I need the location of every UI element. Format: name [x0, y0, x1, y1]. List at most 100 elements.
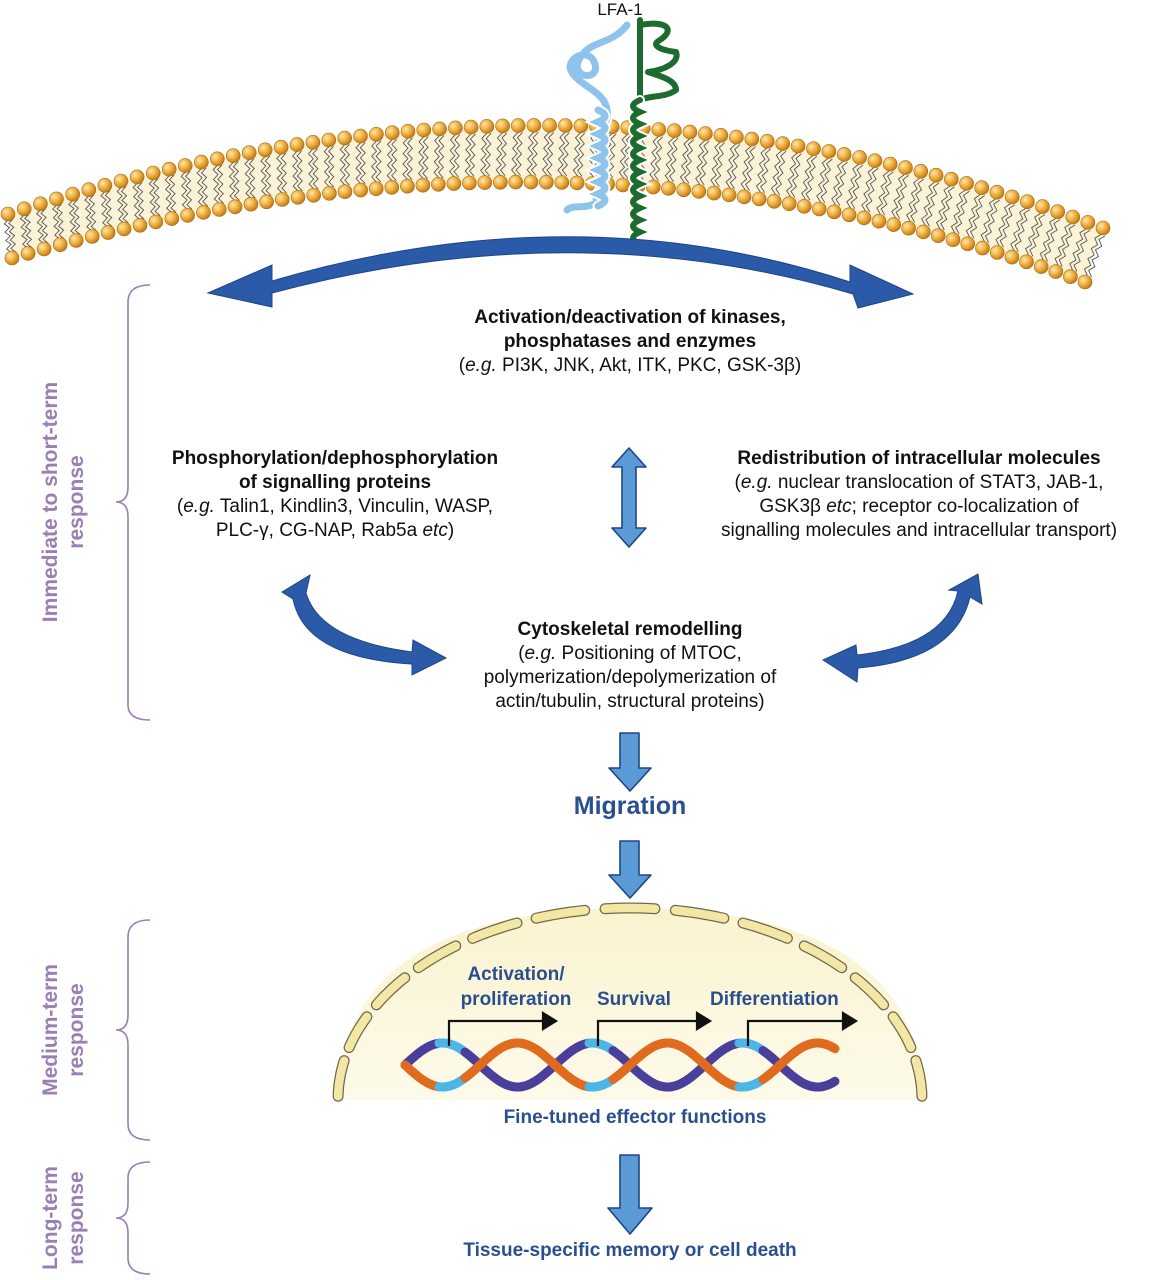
lipid-tail	[453, 134, 461, 178]
response-brackets	[115, 284, 151, 1275]
envelope-segment	[600, 903, 660, 913]
lipid-tail	[152, 178, 161, 217]
lipid-head	[492, 175, 508, 190]
lipid-tail	[499, 132, 508, 176]
lipid-head	[81, 182, 97, 197]
lipid-head	[736, 189, 752, 205]
lipid-head	[463, 119, 479, 135]
lipid-tail	[323, 146, 331, 188]
lipid-tail	[831, 160, 844, 206]
envelope-segment	[671, 906, 729, 923]
lipid-tail	[402, 137, 409, 180]
lipid-tail	[861, 167, 875, 212]
lipid-head	[52, 237, 68, 252]
lipid-tail	[725, 143, 736, 189]
lipid-head	[68, 233, 84, 248]
lipid-head	[180, 208, 195, 223]
lipid-head	[1048, 264, 1064, 279]
lipid-tail	[132, 182, 141, 220]
envelope-segment	[344, 1012, 372, 1052]
lipid-head	[836, 147, 852, 162]
lipid-tail	[148, 178, 157, 217]
lipid-head	[781, 196, 797, 211]
lipid-tail	[19, 213, 29, 249]
lipid-tail	[136, 182, 145, 220]
lipid-head	[97, 178, 113, 193]
transcription-arrow-differentiation	[746, 1019, 843, 1046]
lipid-head	[615, 177, 631, 193]
lipid-tail	[653, 136, 664, 181]
lipid-tail	[876, 170, 890, 215]
down-arrow-to-nucleus	[608, 840, 652, 899]
bracket-long	[115, 1161, 151, 1275]
lipid-head	[945, 232, 961, 247]
lipid-head	[729, 129, 744, 145]
lipid-tail	[359, 142, 366, 184]
lipid-head	[161, 161, 177, 177]
tissue-fate-label: Tissue-specific memory or cell death	[463, 1240, 797, 1261]
phosphorylation-text: Phosphorylation/dephosphorylation of sig…	[171, 448, 499, 541]
nucleus	[332, 902, 928, 1102]
lipid-head	[959, 176, 974, 191]
lipid-tail	[212, 164, 220, 204]
lipid-tail	[561, 132, 570, 177]
lipid-head	[1050, 204, 1065, 219]
lipid-head	[431, 177, 446, 192]
lipid-head	[721, 187, 737, 203]
lipid-head	[821, 144, 837, 159]
lipid-head	[100, 225, 116, 240]
lipid-head	[273, 139, 289, 155]
lipid-head	[557, 118, 573, 133]
lipid-head	[16, 201, 32, 217]
lipid-tail	[1058, 224, 1076, 267]
envelope-segment	[738, 918, 792, 943]
lipid-head	[84, 229, 100, 244]
lipid-head	[290, 190, 306, 205]
lipid-tail	[895, 175, 909, 219]
lipid-head	[852, 150, 867, 165]
lipid-head	[36, 241, 52, 257]
lipid-tail	[339, 144, 346, 186]
lipid-tail	[999, 204, 1016, 248]
lipid-tail	[572, 132, 581, 177]
lipid-head	[194, 154, 209, 170]
cytoskeletal-text: Cytoskeletal remodelling (e.g. Positioni…	[483, 619, 777, 712]
lipid-head	[766, 194, 782, 209]
gene-activation-label: Activation/ proliferation	[460, 964, 572, 1010]
lipid-head	[542, 118, 557, 133]
transcription-arrows	[447, 1011, 859, 1046]
lipid-tail	[307, 148, 315, 190]
lipid-head	[116, 221, 132, 237]
lipid-tail	[801, 155, 813, 200]
lipid-tail	[56, 203, 65, 240]
lipid-tail	[417, 136, 425, 179]
lipid-tail	[1043, 219, 1061, 262]
lipid-tail	[745, 146, 756, 191]
lipid-tail	[891, 174, 905, 219]
lipid-head	[33, 196, 48, 212]
lipid-tail	[910, 178, 925, 223]
lipid-head	[225, 148, 241, 163]
lipid-head	[698, 126, 713, 141]
lipid-head	[148, 214, 164, 230]
lipid-tail	[120, 186, 129, 224]
lipid-tail	[649, 136, 659, 181]
lipid-tail	[695, 140, 706, 185]
lipid-tail	[312, 148, 319, 190]
lipid-tail	[786, 152, 798, 198]
down-arrow-to-fate	[607, 1154, 653, 1235]
lipid-head	[526, 118, 542, 133]
lipid-head	[177, 158, 193, 173]
lipid-head	[306, 188, 322, 203]
lipid-tail	[104, 190, 113, 227]
envelope-segment	[799, 941, 846, 972]
lipid-tail	[464, 133, 472, 177]
lipid-head	[867, 153, 883, 168]
lipid-head	[415, 177, 431, 193]
lipid-head	[661, 181, 676, 196]
lipid-head	[539, 174, 554, 190]
lipid-head	[1004, 249, 1020, 265]
lipid-tail	[1069, 228, 1087, 271]
lipid-tail	[515, 132, 523, 176]
lipid-head	[1020, 194, 1035, 209]
